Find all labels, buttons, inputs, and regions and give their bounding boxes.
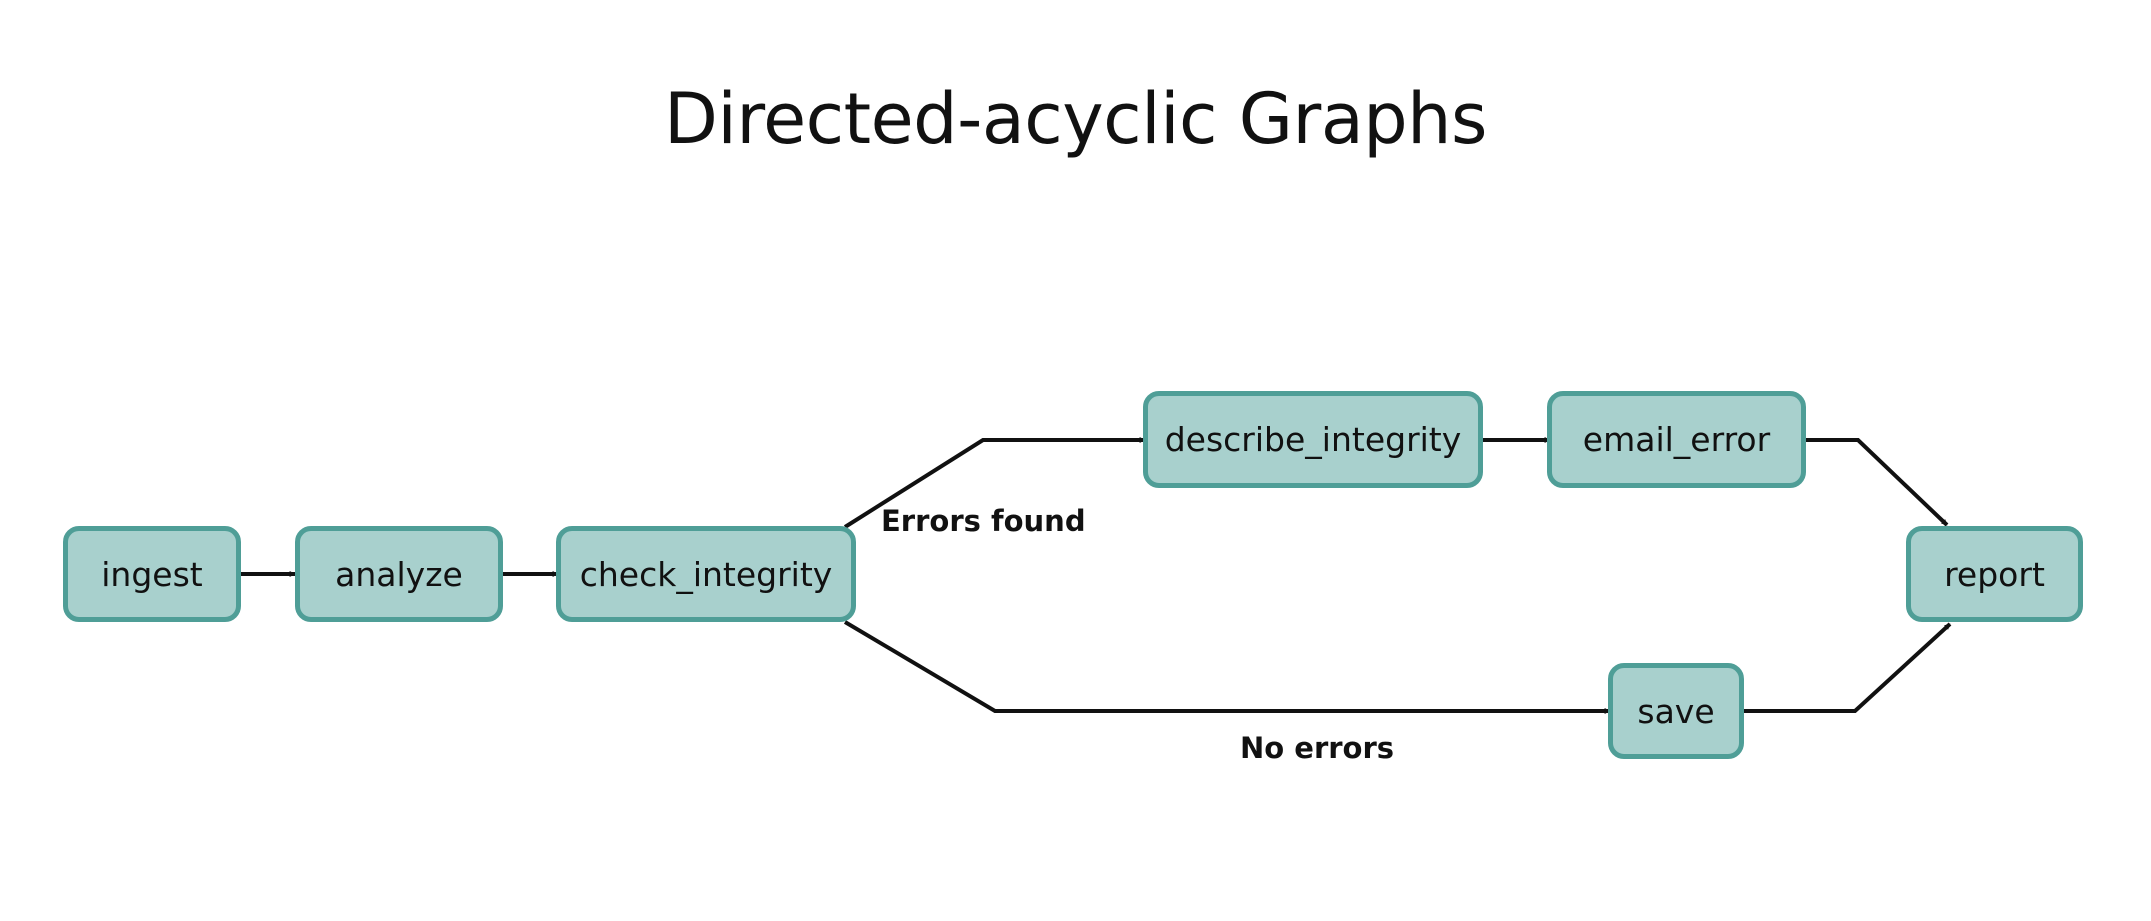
node-save[interactable]: save bbox=[1608, 663, 1744, 759]
edge-email-error-report bbox=[1806, 438, 1949, 527]
edge-label-no-errors: No errors bbox=[1240, 731, 1395, 765]
node-describe-integrity[interactable]: describe_integrity bbox=[1143, 391, 1483, 488]
diagram-title: Directed-acyclic Graphs bbox=[664, 78, 1487, 160]
edge-save-report bbox=[1744, 622, 1952, 713]
node-analyze[interactable]: analyze bbox=[295, 526, 503, 622]
edge-check-integrity-describe-integrity bbox=[843, 437, 1146, 529]
edge-check-integrity-save bbox=[843, 620, 1611, 714]
node-email-error[interactable]: email_error bbox=[1547, 391, 1806, 488]
node-check-integrity[interactable]: check_integrity bbox=[556, 526, 856, 622]
edge-label-errors-found: Errors found bbox=[881, 504, 1086, 538]
node-report[interactable]: report bbox=[1906, 526, 2083, 622]
node-ingest[interactable]: ingest bbox=[63, 526, 241, 622]
